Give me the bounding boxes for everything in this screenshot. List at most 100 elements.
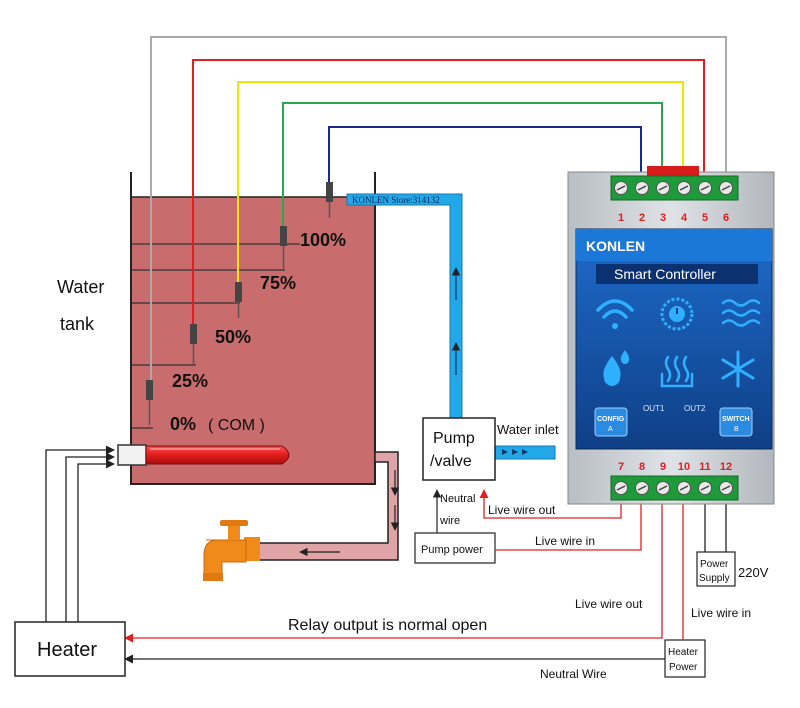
wire-green-75 bbox=[282, 102, 663, 226]
voltage-label: 220V bbox=[738, 565, 769, 580]
terminal-slot-11 bbox=[700, 485, 710, 491]
terminal-number-10: 10 bbox=[678, 461, 690, 473]
heater-wire-3 bbox=[77, 459, 115, 622]
terminal-slot-1 bbox=[616, 185, 626, 191]
terminal-number-5: 5 bbox=[702, 212, 708, 224]
config-button-sub: A bbox=[608, 426, 613, 433]
brand-label: KONLEN bbox=[586, 238, 645, 254]
live-wire-in-label-1: Live wire in bbox=[535, 534, 595, 548]
live-wire-in-pump bbox=[495, 491, 646, 551]
terminal-number-11: 11 bbox=[699, 461, 711, 473]
config-button-label: CONFIG bbox=[597, 416, 625, 423]
heater-power-line1: Heater bbox=[668, 647, 699, 658]
wifi-icon bbox=[596, 299, 634, 329]
level-label-100: 100% bbox=[300, 230, 346, 250]
live-wire-out-heater bbox=[124, 492, 663, 643]
tank-label-1: Water bbox=[57, 277, 104, 297]
config-button[interactable]: CONFIG A bbox=[594, 407, 628, 437]
faucet-icon bbox=[203, 520, 260, 581]
terminal-number-8: 8 bbox=[639, 461, 645, 473]
smart-controller: KONLEN Smart Controller bbox=[567, 166, 775, 505]
terminal-slot-9 bbox=[658, 485, 668, 491]
terminal-slot-12 bbox=[721, 485, 731, 491]
terminal-slot-8 bbox=[637, 485, 647, 491]
power-supply-line2: Supply bbox=[699, 573, 730, 584]
timer-icon bbox=[660, 297, 694, 331]
terminal-block-bottom bbox=[610, 475, 739, 501]
live-wire-out-label-2: Live wire out bbox=[575, 597, 643, 611]
pump-power-box: Pump power bbox=[414, 532, 496, 564]
tank-label-2: tank bbox=[60, 314, 95, 334]
probe-25 bbox=[190, 324, 197, 365]
terminal-block-top bbox=[610, 175, 739, 201]
top-terminals: 1 2 3 4 5 6 bbox=[614, 181, 733, 224]
pipe-watermark: KONLEN Store:314132 bbox=[352, 195, 440, 205]
terminal-number-1: 1 bbox=[618, 212, 624, 224]
heater-power-box: Heater Power bbox=[664, 639, 706, 678]
live-wire-out-pump bbox=[479, 489, 622, 519]
pump-label-line2: /valve bbox=[430, 453, 472, 470]
level-label-25: 25% bbox=[172, 371, 208, 391]
terminal-slot-6 bbox=[721, 185, 731, 191]
out1-label: OUT1 bbox=[643, 404, 665, 413]
water-drop-icon bbox=[603, 350, 630, 386]
terminal-number-7: 7 bbox=[618, 461, 624, 473]
heater-wire-2 bbox=[65, 452, 115, 622]
pump-label-line1: Pump bbox=[433, 430, 475, 447]
terminal-slot-10 bbox=[679, 485, 689, 491]
terminal-number-12: 12 bbox=[720, 461, 732, 473]
switch-button-label: SWITCH bbox=[722, 416, 750, 423]
wire-gray-com bbox=[150, 36, 727, 380]
probe-wires bbox=[150, 36, 727, 380]
pump-valve-box: Pump /valve bbox=[422, 417, 496, 481]
controller-title: Smart Controller bbox=[614, 266, 716, 282]
power-supply-box: Power Supply bbox=[696, 551, 736, 587]
terminal-slot-2 bbox=[637, 185, 647, 191]
terminal-slot-7 bbox=[616, 485, 626, 491]
tank-water-fill bbox=[131, 197, 375, 484]
terminal-number-4: 4 bbox=[681, 212, 688, 224]
snowflake-icon bbox=[721, 350, 755, 388]
level-probes bbox=[146, 182, 333, 425]
heater-label: Heater bbox=[37, 639, 97, 661]
bottom-terminals: 7 8 9 10 11 12 bbox=[614, 461, 733, 495]
water-tank bbox=[130, 172, 376, 485]
terminal-number-2: 2 bbox=[639, 212, 645, 224]
live-wire-in-label-2: Live wire in bbox=[691, 606, 751, 620]
heater-box: Heater bbox=[14, 621, 126, 677]
level-label-50: 50% bbox=[215, 327, 251, 347]
heat-icon bbox=[660, 355, 694, 388]
probe-50 bbox=[235, 282, 242, 318]
water-inlet-label: Water inlet bbox=[497, 422, 559, 437]
level-label-75: 75% bbox=[260, 273, 296, 293]
waves-icon bbox=[721, 299, 761, 327]
switch-button[interactable]: SWITCH B bbox=[719, 407, 753, 437]
neutral-wire-label-2: wire bbox=[439, 515, 460, 527]
com-label: ( COM ) bbox=[208, 417, 265, 434]
probe-100 bbox=[326, 182, 333, 218]
wire-blue-100 bbox=[328, 126, 642, 182]
switch-button-sub: B bbox=[734, 426, 739, 433]
terminal-number-6: 6 bbox=[723, 212, 729, 224]
heater-element bbox=[117, 444, 290, 466]
terminal-slot-3 bbox=[658, 185, 668, 191]
neutral-wire-label-3: Neutral Wire bbox=[540, 667, 607, 681]
pump-power-label: Pump power bbox=[421, 544, 483, 556]
out2-label: OUT2 bbox=[684, 404, 706, 413]
probe-75 bbox=[280, 226, 287, 270]
terminal-slot-5 bbox=[700, 185, 710, 191]
wire-yellow-50 bbox=[237, 81, 684, 282]
live-wire-out-label-1: Live wire out bbox=[488, 503, 556, 517]
probe-0 bbox=[146, 380, 153, 425]
neutral-wire-label-1: Neutral bbox=[440, 493, 475, 505]
terminal-number-9: 9 bbox=[660, 461, 666, 473]
tank-outline bbox=[130, 172, 376, 485]
level-label-0: 0% bbox=[170, 414, 196, 434]
terminal-number-3: 3 bbox=[660, 212, 666, 224]
heater-wire-1 bbox=[45, 445, 115, 622]
wire-red-25 bbox=[192, 59, 705, 324]
relay-note: Relay output is normal open bbox=[288, 617, 487, 634]
terminal-slot-4 bbox=[679, 185, 689, 191]
power-supply-line1: Power bbox=[700, 559, 729, 570]
